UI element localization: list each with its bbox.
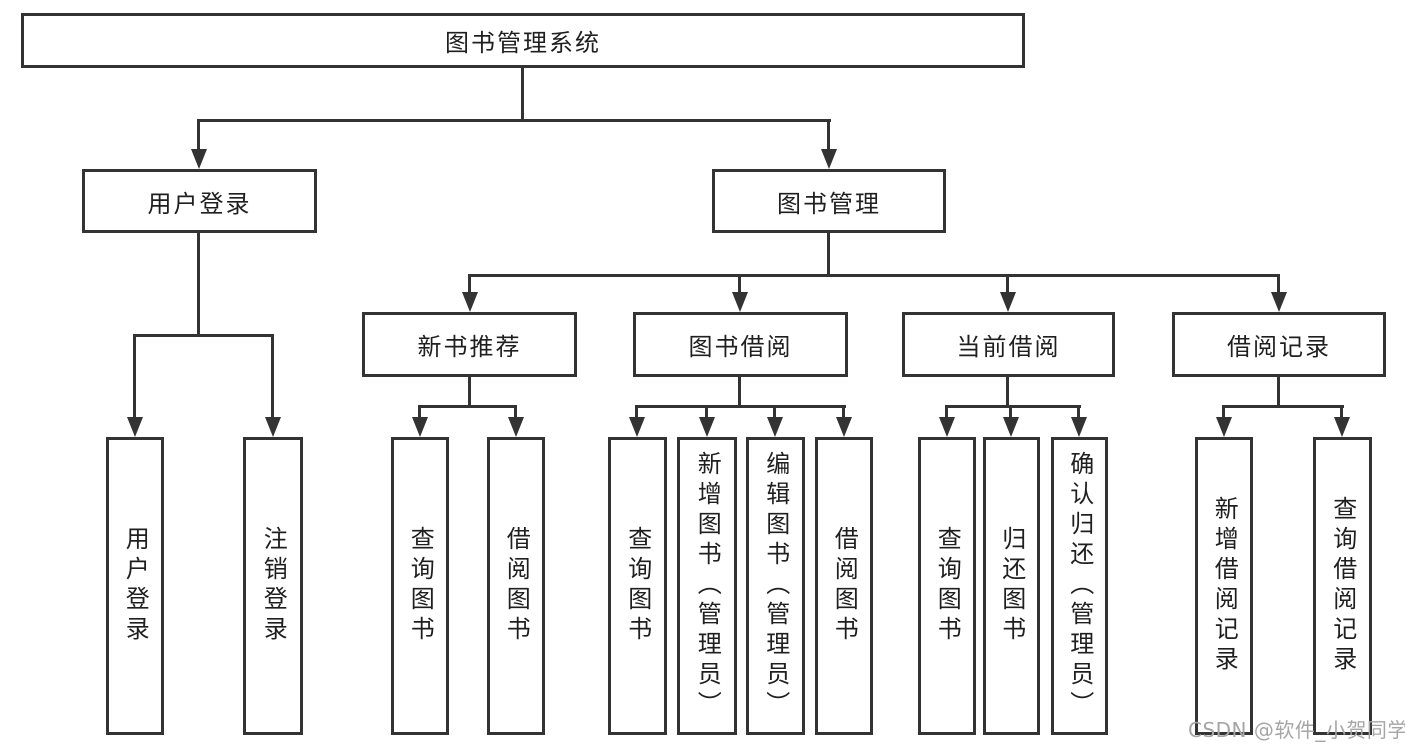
arrowhead-book-borrow bbox=[732, 292, 748, 312]
connector-borrow-records-rail bbox=[1222, 405, 1344, 408]
arrowhead-leaf-logout bbox=[265, 417, 281, 437]
connector-book-management-stem bbox=[827, 232, 830, 277]
leaf-current-return-books: 归还图书 bbox=[983, 437, 1040, 735]
node-borrow-records: 借阅记录 bbox=[1172, 312, 1386, 377]
leaf-borrow-borrow-books-label: 借阅图书 bbox=[830, 526, 859, 646]
node-book-borrow: 图书借阅 bbox=[633, 312, 848, 377]
leaf-borrow-borrow-books: 借阅图书 bbox=[815, 437, 873, 735]
leaf-borrow-edit-books-admin: 编辑图书（管理员） bbox=[746, 437, 805, 735]
connector-new-book-stem bbox=[468, 377, 471, 408]
connector-arrow-stem-borrow-records bbox=[1277, 275, 1280, 294]
connector-book-borrow-stem bbox=[738, 377, 741, 408]
leaf-current-confirm-return-admin-label: 确认归还（管理员） bbox=[1065, 451, 1094, 721]
leaf-current-confirm-return-admin: 确认归还（管理员） bbox=[1051, 437, 1108, 735]
arrowhead-br-add bbox=[1216, 417, 1232, 437]
connector-arrow-stem-bb-query bbox=[635, 406, 638, 419]
arrowhead-borrow-records bbox=[1271, 292, 1287, 312]
arrowhead-user-login bbox=[191, 149, 207, 169]
arrowhead-leaf-login bbox=[127, 417, 143, 437]
connector-arrow-stem-book-management bbox=[827, 120, 830, 151]
connector-arrow-stem-leaf-logout bbox=[271, 335, 274, 419]
leaf-borrow-add-books-admin-label: 新增图书（管理员） bbox=[693, 451, 722, 721]
leaf-newbook-borrow-books: 借阅图书 bbox=[487, 437, 545, 735]
arrowhead-new-book bbox=[462, 292, 478, 312]
leaf-records-query-record: 查询借阅记录 bbox=[1313, 437, 1372, 735]
node-book-management: 图书管理 bbox=[712, 169, 946, 233]
leaf-current-query-books-label: 查询图书 bbox=[933, 526, 962, 646]
csdn-watermark: CSDN @软件_小贺同学 bbox=[1188, 718, 1405, 742]
connector-arrow-stem-bb-add bbox=[705, 406, 708, 419]
leaf-current-return-books-label: 归还图书 bbox=[997, 526, 1026, 646]
node-current-borrow: 当前借阅 bbox=[902, 312, 1115, 377]
connector-borrow-records-stem bbox=[1277, 377, 1280, 408]
node-book-borrow-label: 图书借阅 bbox=[688, 333, 793, 361]
connector-arrow-stem-br-add bbox=[1222, 406, 1225, 419]
arrowhead-book-management bbox=[821, 149, 837, 169]
connector-arrow-stem-nb-borrow bbox=[514, 406, 517, 419]
leaf-current-query-books: 查询图书 bbox=[918, 437, 976, 735]
arrowhead-bb-edit bbox=[767, 417, 783, 437]
leaf-logout: 注销登录 bbox=[243, 437, 303, 735]
connector-arrow-stem-new-book bbox=[468, 275, 471, 294]
leaf-records-query-record-label: 查询借阅记录 bbox=[1328, 496, 1357, 676]
arrowhead-cb-query bbox=[939, 417, 955, 437]
leaf-borrow-edit-books-admin-label: 编辑图书（管理员） bbox=[761, 451, 790, 721]
connector-arrow-stem-br-query bbox=[1340, 406, 1343, 419]
node-new-book-recommend: 新书推荐 bbox=[362, 312, 577, 377]
arrowhead-bb-borrow bbox=[836, 417, 852, 437]
connector-arrow-stem-bb-borrow bbox=[842, 406, 845, 419]
connector-level2-rail bbox=[197, 119, 831, 122]
connector-arrow-stem-user-login bbox=[197, 120, 200, 151]
node-borrow-records-label: 借阅记录 bbox=[1227, 333, 1331, 361]
leaf-newbook-query-books: 查询图书 bbox=[391, 437, 449, 735]
connector-level3-rail bbox=[468, 274, 1280, 277]
leaf-user-login-label: 用户登录 bbox=[121, 526, 150, 646]
leaf-user-login: 用户登录 bbox=[106, 437, 164, 735]
arrowhead-cb-return bbox=[1003, 417, 1019, 437]
connector-new-book-rail bbox=[418, 405, 517, 408]
leaf-borrow-query-books-label: 查询图书 bbox=[623, 526, 652, 646]
connector-arrow-stem-current-borrow bbox=[1006, 275, 1009, 294]
leaf-newbook-borrow-books-label: 借阅图书 bbox=[502, 526, 531, 646]
leaf-records-add-record: 新增借阅记录 bbox=[1195, 437, 1253, 735]
connector-user-leaves-rail bbox=[133, 334, 274, 337]
leaf-newbook-query-books-label: 查询图书 bbox=[406, 526, 435, 646]
node-user-login: 用户登录 bbox=[82, 169, 317, 233]
connector-arrow-stem-cb-return bbox=[1009, 406, 1012, 419]
node-current-borrow-label: 当前借阅 bbox=[956, 333, 1061, 361]
connector-arrow-stem-nb-query bbox=[418, 406, 421, 419]
node-root: 图书管理系统 bbox=[21, 13, 1025, 68]
connector-arrow-stem-cb-confirm bbox=[1077, 406, 1080, 419]
connector-arrow-stem-leaf-login bbox=[133, 335, 136, 419]
node-root-label: 图书管理系统 bbox=[445, 29, 601, 57]
arrowhead-nb-borrow bbox=[508, 417, 524, 437]
arrowhead-cb-confirm bbox=[1071, 417, 1087, 437]
leaf-records-add-record-label: 新增借阅记录 bbox=[1210, 496, 1239, 676]
connector-current-borrow-rail bbox=[945, 405, 1081, 408]
node-book-management-label: 图书管理 bbox=[777, 189, 881, 218]
leaf-borrow-add-books-admin: 新增图书（管理员） bbox=[677, 437, 737, 735]
connector-current-borrow-stem bbox=[1006, 377, 1009, 408]
connector-book-borrow-rail bbox=[635, 405, 846, 408]
arrowhead-br-query bbox=[1334, 417, 1350, 437]
connector-arrow-stem-bb-edit bbox=[773, 406, 776, 419]
connector-arrow-stem-cb-query bbox=[945, 406, 948, 419]
arrowhead-bb-query bbox=[629, 417, 645, 437]
node-user-login-label: 用户登录 bbox=[147, 189, 252, 218]
arrowhead-nb-query bbox=[412, 417, 428, 437]
arrowhead-bb-add bbox=[699, 417, 715, 437]
arrowhead-current-borrow bbox=[1000, 292, 1016, 312]
leaf-borrow-query-books: 查询图书 bbox=[608, 437, 667, 735]
connector-arrow-stem-book-borrow bbox=[738, 275, 741, 294]
connector-user-login-stem bbox=[197, 233, 200, 337]
leaf-logout-label: 注销登录 bbox=[259, 526, 288, 646]
node-new-book-recommend-label: 新书推荐 bbox=[417, 333, 522, 361]
connector-root-stem bbox=[521, 68, 524, 121]
